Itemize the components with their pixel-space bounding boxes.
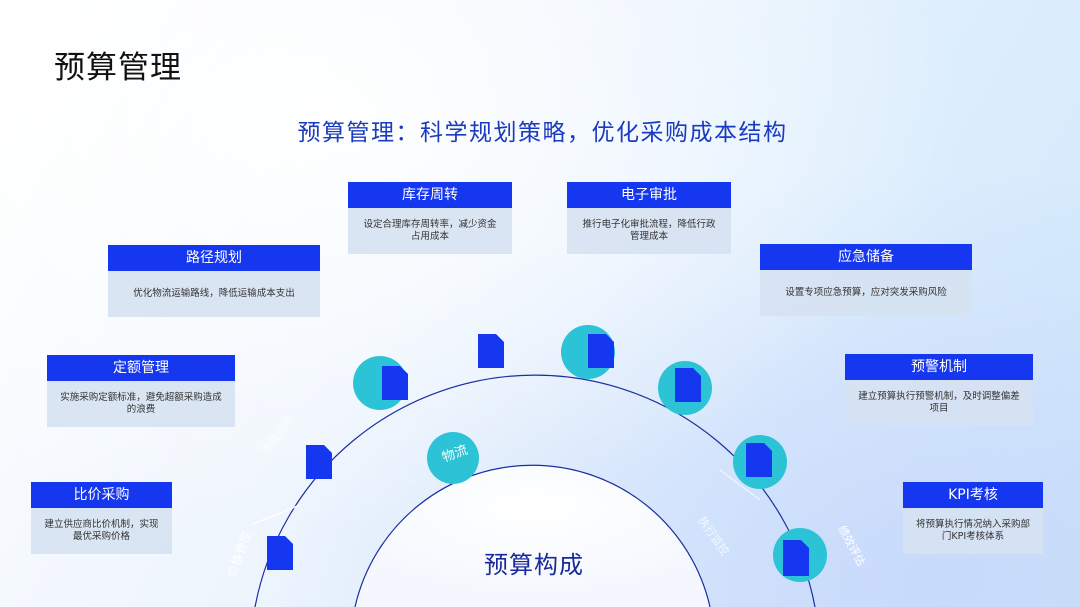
card-kpi: KPI考核 将预算执行情况纳入采购部门KPI考核体系	[903, 482, 1043, 554]
arc-label-left-top: 质量成本	[259, 413, 296, 457]
card-title: 应急储备	[760, 244, 972, 270]
document-icon	[588, 334, 614, 368]
document-icon	[478, 334, 504, 368]
document-icon	[783, 540, 809, 576]
card-bijia: 比价采购 建立供应商比价机制，实现最优采购价格	[31, 482, 172, 554]
card-description: 优化物流运输路线，降低运输成本支出	[108, 271, 320, 317]
card-title: 预警机制	[845, 354, 1033, 380]
arc-label-price: 价格管控	[224, 529, 255, 579]
card-title: 电子审批	[567, 182, 731, 208]
card-description: 建立供应商比价机制，实现最优采购价格	[31, 508, 172, 554]
card-dinge: 定额管理 实施采购定额标准，避免超额采购造成的浪费	[47, 355, 235, 427]
arc-label-far-right: 绩效评估	[835, 523, 868, 568]
card-title: 路径规划	[108, 245, 320, 271]
card-title: KPI考核	[903, 482, 1043, 508]
card-lujing: 路径规划 优化物流运输路线，降低运输成本支出	[108, 245, 320, 317]
card-description: 将预算执行情况纳入采购部门KPI考核体系	[903, 508, 1043, 554]
document-icon	[382, 366, 408, 400]
teal-circle	[427, 432, 479, 484]
card-description: 设定合理库存周转率，减少资金占用成本	[348, 208, 512, 254]
card-title: 定额管理	[47, 355, 235, 381]
card-description: 推行电子化审批流程，降低行政管理成本	[567, 208, 731, 254]
card-yujing: 预警机制 建立预算执行预警机制，及时调整偏差项目	[845, 354, 1033, 426]
document-icon	[675, 368, 701, 402]
card-title: 比价采购	[31, 482, 172, 508]
card-yingji: 应急储备 设置专项应急预算，应对突发采购风险	[760, 244, 972, 316]
inner-arc	[354, 464, 711, 607]
card-description: 设置专项应急预算，应对突发采购风险	[760, 270, 972, 316]
outer-arc	[254, 374, 816, 607]
card-title: 库存周转	[348, 182, 512, 208]
card-kucun: 库存周转 设定合理库存周转率，减少资金占用成本	[348, 182, 512, 254]
divider-line	[249, 504, 301, 526]
center-label: 预算构成	[484, 551, 584, 579]
page-title: 预算管理	[54, 50, 182, 86]
arc-label-right: 执行监控	[696, 514, 733, 558]
card-description: 实施采购定额标准，避免超额采购造成的浪费	[47, 381, 235, 427]
document-icon	[746, 443, 772, 477]
divider-line	[719, 469, 761, 501]
document-icon	[267, 536, 293, 570]
card-dianzi: 电子审批 推行电子化审批流程，降低行政管理成本	[567, 182, 731, 254]
subtitle: 预算管理：科学规划策略，优化采购成本结构	[297, 120, 788, 146]
card-description: 建立预算执行预警机制，及时调整偏差项目	[845, 380, 1033, 426]
document-icon	[306, 445, 332, 479]
